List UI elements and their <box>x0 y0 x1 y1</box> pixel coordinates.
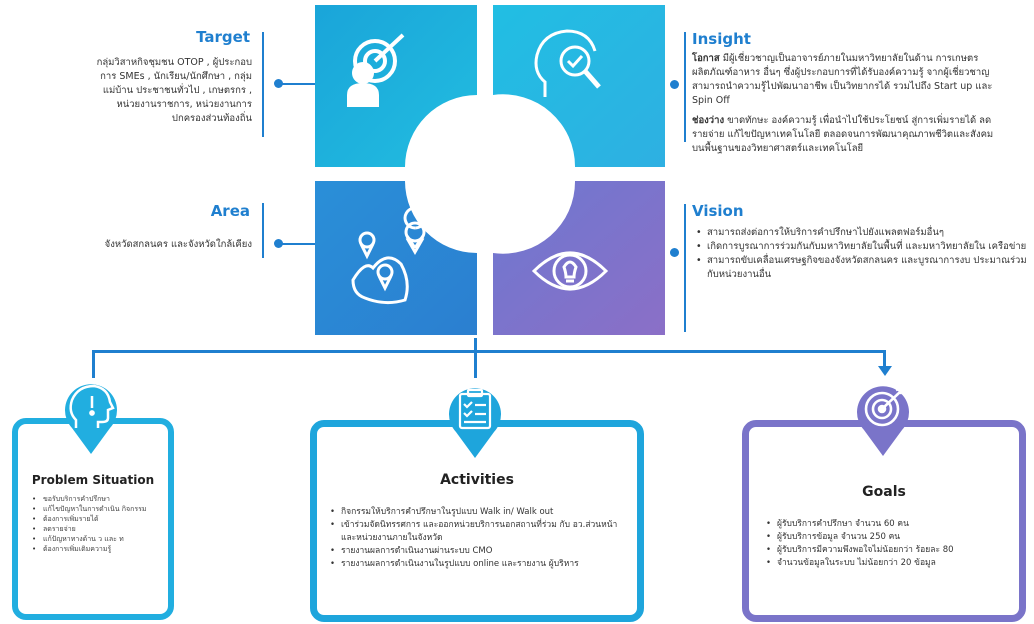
problem-item: ต้องการเพิ่มรายได้ <box>32 514 152 524</box>
tile-insight <box>493 5 665 167</box>
goals-item: ผู้รับบริการมีความพึงพอใจไม่น้อยกว่า ร้อ… <box>766 544 1006 557</box>
target-connector-dot <box>274 79 283 88</box>
target-line: แม่บ้าน ประชาชนทั่วไป , เกษตรกร , <box>102 85 252 96</box>
goals-item: ผู้รับบริการข้อมูล จำนวน 250 คน <box>766 531 1006 544</box>
area-title: Area <box>210 202 250 220</box>
target-divider <box>262 32 264 137</box>
bullseye-icon <box>864 385 905 427</box>
tree-branch-left <box>92 350 95 378</box>
problem-list: ขอรับบริการคำปรึกษา แก้ไขปัญหาในการดำเนิ… <box>32 494 152 554</box>
vision-connector-dot <box>670 248 679 257</box>
activities-title: Activities <box>440 472 514 488</box>
vision-divider <box>684 204 686 332</box>
insight-opportunity-label: โอกาส <box>692 53 720 64</box>
insight-gap-label: ช่องว่าง <box>692 115 725 126</box>
target-line: หน่วยงานราชการ, หน่วยงานการ <box>116 99 252 110</box>
goals-list: ผู้รับบริการคำปรึกษา จำนวน 60 คน ผู้รับบ… <box>766 518 1006 570</box>
problem-item: แก้ปัญหาทางด้าน ว และ ท <box>32 534 152 544</box>
activities-list: กิจกรรมให้บริการคำปรึกษาในรูปแบบ Walk in… <box>330 506 622 571</box>
insight-text: โอกาส มีผู้เชี่ยวชาญเป็นอาจารย์ภายในมหาว… <box>692 52 1030 156</box>
problem-pin <box>65 384 117 454</box>
target-audience-icon <box>347 33 405 107</box>
insight-divider <box>684 32 686 142</box>
tile-target <box>315 5 477 167</box>
problem-item: ลดรายจ่าย <box>32 524 152 534</box>
insight-line: รายจ่าย แก้ไขปัญหาเทคโนโลยี ตลอดจนการพัฒ… <box>692 129 994 140</box>
tree-trunk <box>474 338 477 352</box>
target-connector <box>278 83 318 85</box>
target-line: กลุ่มวิสาหกิจชุมชน OTOP , ผู้ประกอบ <box>96 57 252 68</box>
goals-item: จำนวนข้อมูลในระบบ ไม่น้อยกว่า 20 ข้อมูล <box>766 557 1006 570</box>
insight-line: มีผู้เชี่ยวชาญเป็นอาจารย์ภายในมหาวิทยาลั… <box>719 53 979 64</box>
activities-item: กิจกรรมให้บริการคำปรึกษาในรูปแบบ Walk in… <box>330 506 622 519</box>
target-text: กลุ่มวิสาหกิจชุมชน OTOP , ผู้ประกอบ การ … <box>20 56 252 126</box>
insight-title: Insight <box>692 30 751 48</box>
clipboard-checklist-icon <box>458 388 492 430</box>
tile-area <box>315 181 477 335</box>
insight-connector-dot <box>670 80 679 89</box>
target-line: การ SMEs , นักเรียน/นักศึกษา , กลุ่ม <box>100 71 252 82</box>
area-connector-dot <box>274 239 283 248</box>
quadrant-graphic <box>315 5 665 335</box>
target-line: ปกครองส่วนท้องถิ่น <box>171 113 252 124</box>
vision-item: สามารถขับเคลื่อนเศรษฐกิจของจังหวัดสกลนคร… <box>696 254 1030 282</box>
goals-title: Goals <box>862 484 906 500</box>
problem-title: Problem Situation <box>31 473 155 487</box>
vision-item: สามารถส่งต่อการให้บริการคำปรึกษาไปยังแพล… <box>696 226 1030 240</box>
insight-line: สามารถนำความรู้ไปพัฒนาอาชีพ เป็นวิทยากรไ… <box>692 81 993 92</box>
activities-item: เข้าร่วมจัดนิทรรศการ และออกหน่วยบริการนอ… <box>330 519 622 545</box>
goals-pin <box>857 385 909 456</box>
problem-item: ต้องการเพิ่มเติมความรู้ <box>32 544 152 554</box>
tree-branch-right <box>883 350 886 368</box>
area-connector <box>278 243 318 245</box>
target-title: Target <box>196 28 250 46</box>
tree-arrow-head <box>878 366 892 376</box>
activities-item: รายงานผลการดำเนินงานในรูปแบบ online และร… <box>330 558 622 571</box>
insight-line: ขาดทักษะ องค์ความรู้ เพื่อนำไปใช้ประโยชน… <box>724 115 992 126</box>
insight-line: ผลิตภัณฑ์อาหาร อื่นๆ ซึ่งผู้ประกอบการที่… <box>692 67 990 78</box>
insight-line: Spin Off <box>692 95 730 106</box>
goals-item: ผู้รับบริการคำปรึกษา จำนวน 60 คน <box>766 518 1006 531</box>
area-text: จังหวัดสกลนคร และจังหวัดใกล้เคียง <box>104 239 252 250</box>
map-pins-icon <box>351 206 427 305</box>
tree-branch-center <box>474 350 477 378</box>
vision-list: สามารถส่งต่อการให้บริการคำปรึกษาไปยังแพล… <box>696 226 1030 282</box>
tree-horizontal-line <box>92 350 886 353</box>
activities-item: รายงานผลการดำเนินงานผ่านระบบ CMO <box>330 545 622 558</box>
head-alert-icon <box>69 384 115 428</box>
lightbulb-eye-icon <box>531 251 609 291</box>
insight-line: บนพื้นฐานของวิทยาศาสตร์และเทคโนโลยี <box>692 143 864 154</box>
area-divider <box>262 203 264 258</box>
head-magnifier-icon <box>534 29 601 97</box>
activities-pin <box>449 388 501 458</box>
vision-title: Vision <box>692 202 744 220</box>
problem-item: ขอรับบริการคำปรึกษา <box>32 494 152 504</box>
vision-item: เกิดการบูรณาการร่วมกันกับมหาวิทยาลัยในพื… <box>696 240 1030 254</box>
problem-item: แก้ไขปัญหาในการดำเนิน กิจกรรม <box>32 504 152 514</box>
